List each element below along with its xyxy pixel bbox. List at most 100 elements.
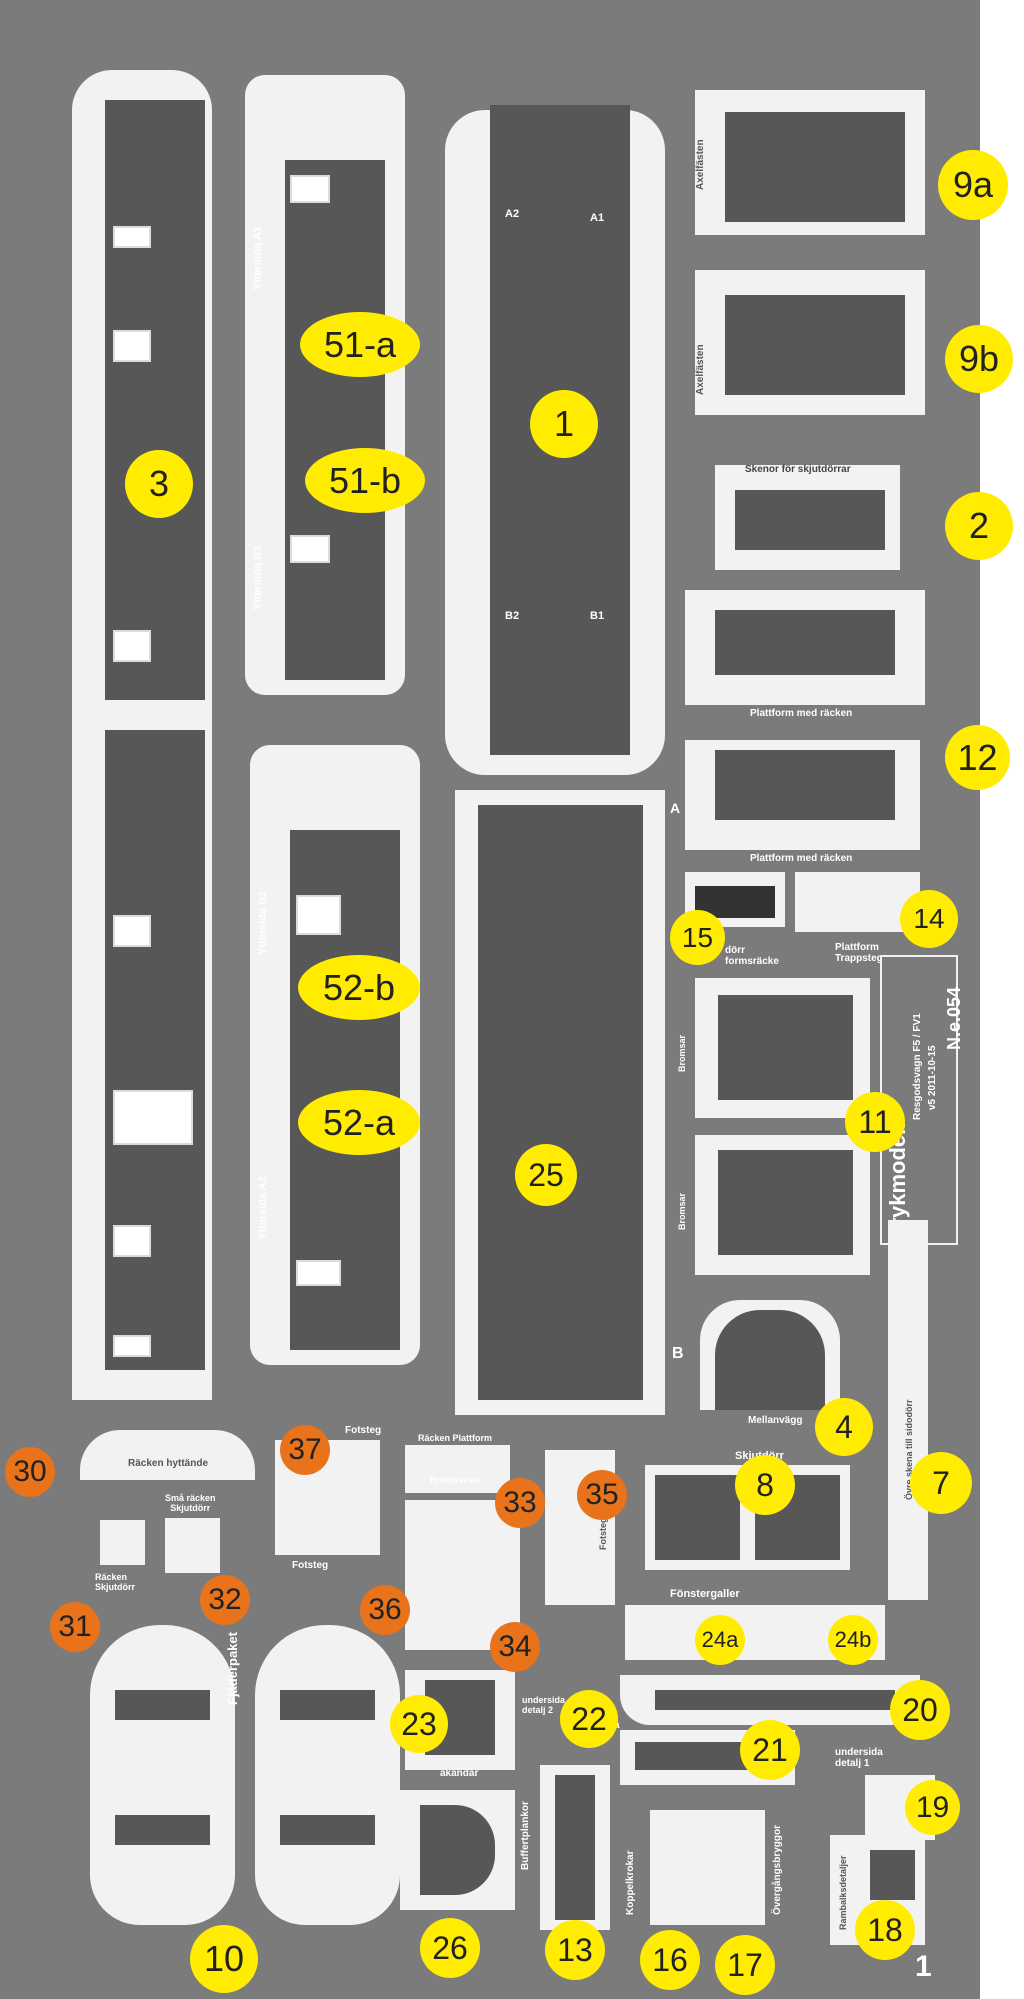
part-14 [795,872,920,932]
label-mellanvagg: Mellanvägg [748,1415,803,1426]
marker-17: 17 [715,1935,775,1995]
door-opening [113,1090,193,1145]
fjaderpaket-left-detail [115,1815,210,1845]
label-overgangsbryggor: Övergångsbryggor [772,1824,783,1915]
marker-13: 13 [545,1920,605,1980]
page-number: 1 [915,1950,932,1983]
marker-34: 34 [490,1622,540,1672]
window [296,895,341,935]
bromsar-a-shape [718,995,853,1100]
fjaderpaket-right-detail [280,1690,375,1720]
marker-16: 16 [640,1930,700,1990]
marker-10: 10 [190,1925,258,1993]
label-axelfasten-b: Axelfästen [695,344,706,395]
marker-32: 32 [200,1575,250,1625]
marker-4: 4 [815,1398,873,1456]
label-bromsar-a: Bromsar [677,1034,687,1072]
marker-15: 15 [670,910,725,965]
marker-9b: 9b [945,325,1013,393]
label-koppelkrokar: Koppelkrokar [625,1850,636,1915]
label-racken-plattform: Räcken Plattform [418,1433,493,1443]
marker-19: 19 [905,1780,960,1835]
buffert-detail [555,1775,595,1920]
part-33-racken-plattform [405,1445,510,1493]
window [290,175,330,203]
marker-14: 14 [900,890,958,948]
fjaderpaket-right-detail [280,1815,375,1845]
label-skenor: Skenor för skjutdörrar [745,464,851,475]
marker-1: 1 [530,390,598,458]
window [290,535,330,563]
part-3-panel-upper [105,100,205,700]
part-sma-racken [165,1518,220,1573]
part-2-rails [735,490,885,550]
part-7-skena [888,1220,928,1600]
label-bromsvevar: Bromsvevar [430,1475,483,1485]
bromsar-b-shape [718,1150,853,1255]
label-bogie-a1: A1 [590,212,605,224]
window [113,915,151,947]
label-dorr-plattformsracke: dörr formsräcke [725,945,779,967]
marker-18: 18 [855,1900,915,1960]
part-20-detail [655,1690,895,1710]
label-fotsteg-bottom: Fotsteg [292,1560,329,1571]
label-bogie-b2: B2 [505,610,520,622]
window [113,630,151,662]
label-fotsteg-top: Fotsteg [345,1425,382,1436]
rambalk-detail [870,1850,915,1900]
marker-8: 8 [735,1455,795,1515]
label-sma-racken: Små räcken Skjutdörr [165,1493,216,1513]
part-9a-shape [725,112,905,222]
part-10-fjaderpaket-right [255,1625,400,1925]
part-51-panel [285,160,385,680]
marker-51b: 51-b [305,448,425,513]
marker-30: 30 [5,1447,55,1497]
label-yttersida-a1: Yttersida A1 [252,226,264,290]
stamp-code: N.e.054 [944,986,964,1050]
marker-52a: 52-a [298,1090,420,1155]
marker-12: 12 [945,725,1010,790]
label-yttersida-b2: Yttersida B2 [257,890,269,955]
marker-26: 26 [420,1918,480,1978]
marker-24a: 24a [695,1615,745,1665]
marker-23: 23 [390,1695,448,1753]
marker-9a: 9a [938,150,1008,220]
marker-36: 36 [360,1585,410,1635]
marker-35: 35 [577,1470,627,1520]
fjaderpaket-left-detail [115,1690,210,1720]
label-fjaderpaket: Fjäderpaket [225,1632,240,1705]
part-10-fjaderpaket-left [90,1625,235,1925]
label-b: B [672,1345,684,1362]
skjutdorr-left [655,1475,740,1560]
marker-31: 31 [50,1602,100,1652]
part-16-17 [650,1810,765,1925]
window [113,330,151,362]
marker-7: 7 [910,1452,972,1514]
label-gavlar: akändar [440,1768,479,1779]
window [296,1260,341,1286]
part-3-panel-lower [105,730,205,1370]
part-racken-skjutdorr [100,1520,145,1565]
label-undersida-detalj-2: undersida detalj 2 [522,1695,566,1715]
marker-2: 2 [945,492,1013,560]
label-plattform-1: Plattform med räcken [750,708,853,719]
marker-52b: 52-b [298,955,420,1020]
marker-21: 21 [740,1720,800,1780]
label-fonstergaller: Fönstergaller [670,1588,740,1600]
marker-37: 37 [280,1425,330,1475]
label-buffertplankor: Buffertplankor [520,1801,531,1870]
marker-20: 20 [890,1680,950,1740]
marker-24b: 24b [828,1615,878,1665]
marker-11: 11 [845,1092,905,1152]
part-9b-shape [725,295,905,395]
label-a: A [670,800,681,816]
part-25-panel [478,805,643,1400]
marker-22: 22 [560,1690,618,1748]
marker-51a: 51-a [300,312,420,377]
marker-33: 33 [495,1478,545,1528]
label-yttersida-b1: Yttersida B1 [252,545,264,610]
window [113,1335,151,1357]
label-yttersida-a2: Yttersida A2 [257,1176,269,1240]
label-racken-skjutdorr: Räcken Skjutdörr [95,1572,136,1592]
